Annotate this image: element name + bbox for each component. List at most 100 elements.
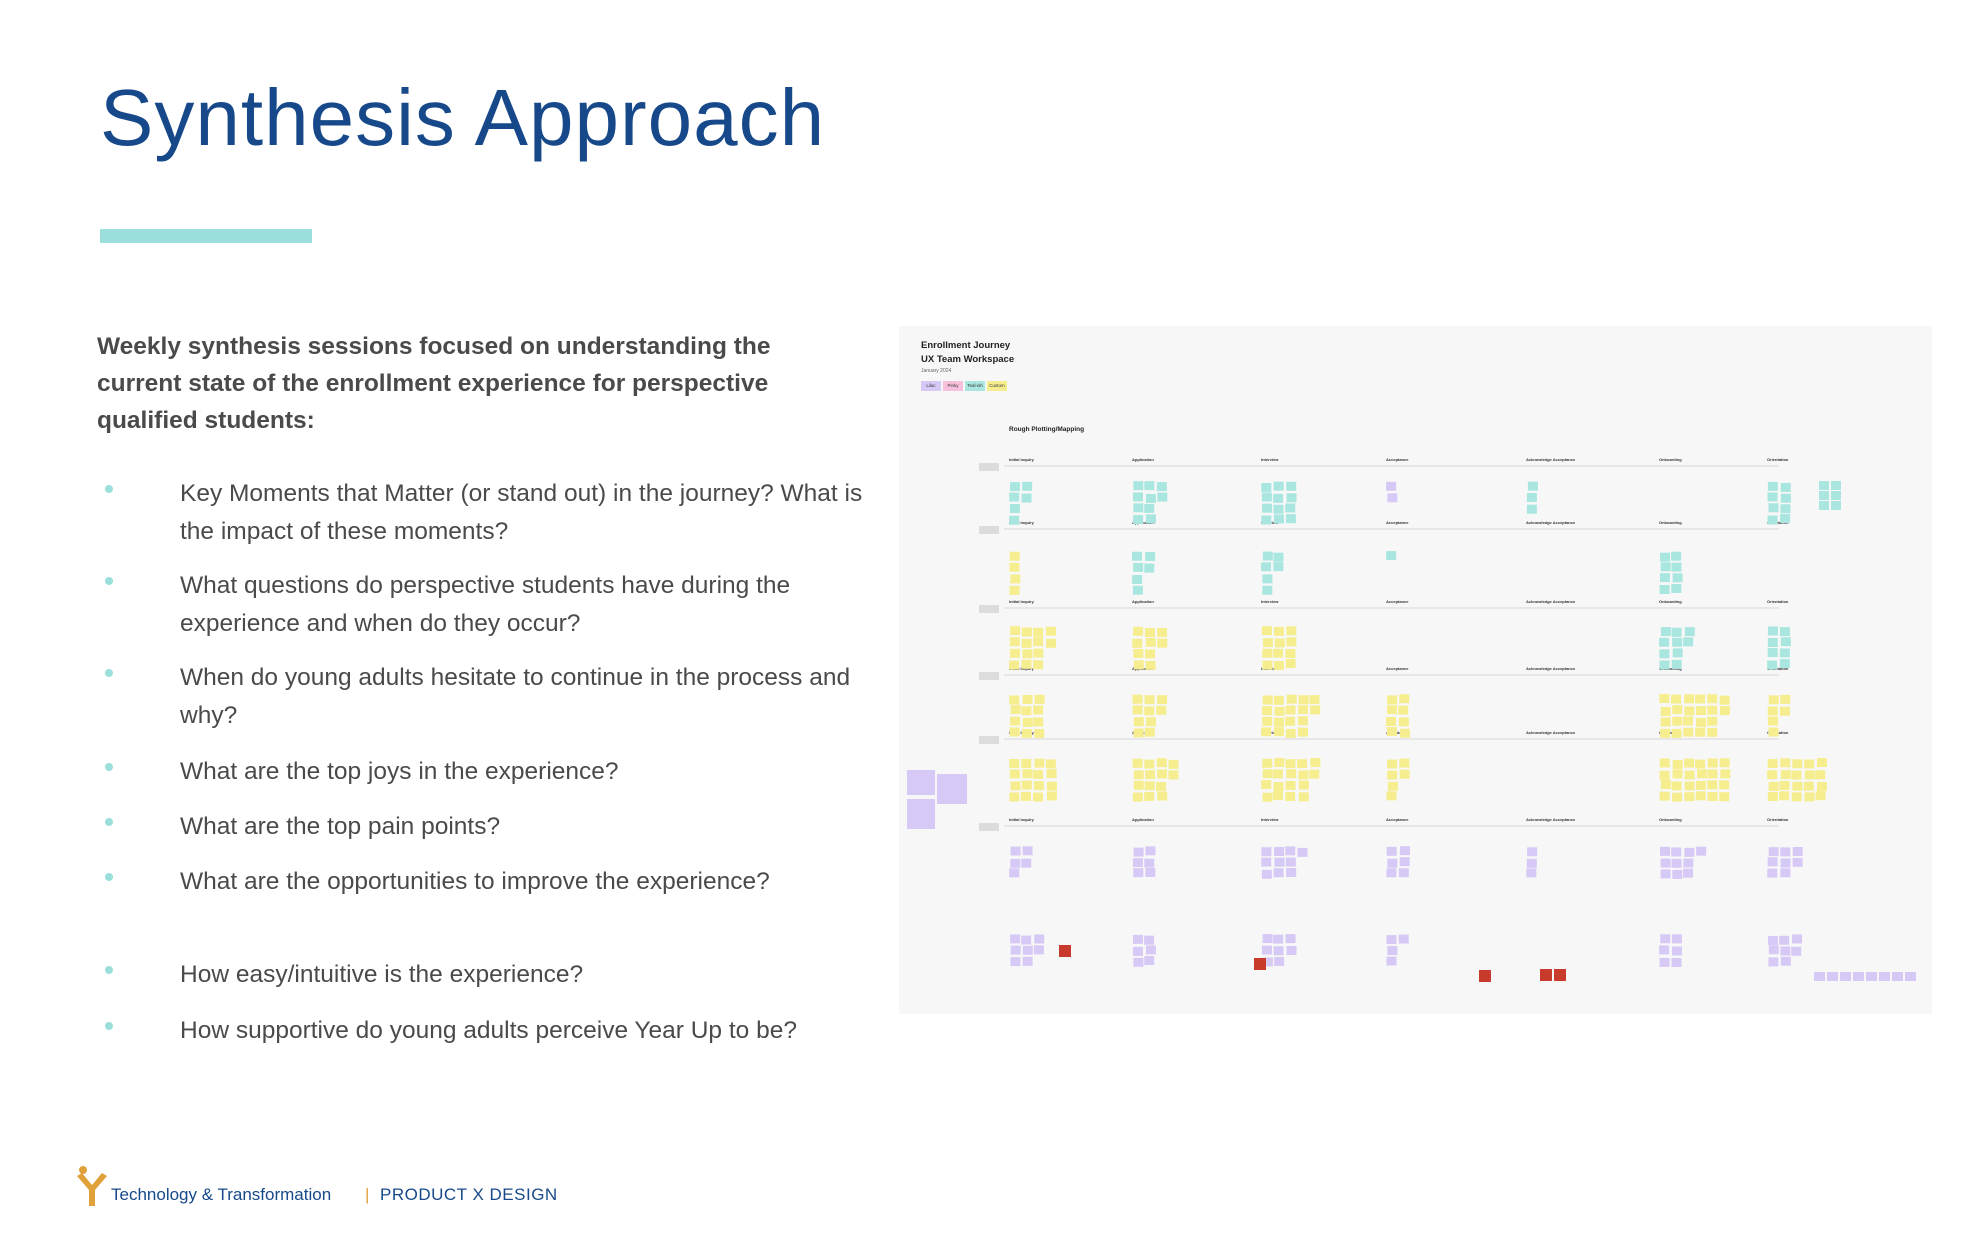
sticky-note-red: [1254, 958, 1266, 970]
sticky-note: [1831, 491, 1841, 500]
sticky-note: [1145, 514, 1156, 524]
stage-label: Acknowledge Acceptance: [1526, 666, 1576, 671]
sticky-note: [1261, 482, 1272, 492]
sticky-note: [1132, 934, 1143, 944]
sticky-note: [1768, 957, 1779, 967]
sticky-note: [1660, 717, 1671, 727]
sticky-note: [1779, 706, 1790, 716]
sticky-note: [1132, 551, 1143, 561]
sticky-note: [1386, 551, 1397, 561]
bullet-dot-icon: [105, 763, 113, 771]
sticky-note: [1386, 868, 1397, 878]
sticky-note: [1819, 501, 1829, 510]
sticky-note: [1168, 759, 1179, 769]
sticky-note: [1683, 727, 1694, 737]
sticky-note: [1033, 648, 1044, 658]
sticky-note: [1780, 847, 1791, 857]
title-accent-bar: [100, 229, 312, 243]
sticky-note: [1144, 781, 1155, 791]
sticky-note: [1804, 792, 1815, 802]
sticky-note: [907, 770, 935, 795]
sticky-note: [1671, 659, 1682, 669]
sticky-note: [1684, 770, 1695, 780]
sticky-note: [1285, 791, 1296, 801]
sticky-note: [1132, 758, 1143, 768]
sticky-note: [1695, 706, 1706, 716]
sticky-note: [1144, 563, 1155, 573]
sticky-note: [1285, 857, 1296, 867]
sticky-note: [1827, 972, 1838, 981]
sticky-note: [1671, 847, 1682, 857]
sticky-note: [1273, 504, 1284, 514]
sticky-note: [1780, 482, 1791, 492]
sticky-note: [1009, 727, 1020, 737]
sticky-note: [1398, 934, 1409, 944]
sticky-note: [1286, 493, 1297, 503]
sticky-note: [1021, 858, 1032, 868]
sticky-note: [1285, 846, 1296, 856]
sticky-note: [1273, 868, 1284, 878]
stage-label: Initial Inquiry: [1009, 457, 1035, 462]
sticky-note: [1144, 727, 1155, 737]
sticky-note: [1672, 705, 1683, 715]
sticky-note: [1009, 562, 1020, 572]
sticky-note: [1033, 717, 1044, 727]
sticky-note: [1021, 493, 1032, 503]
sticky-note: [1387, 695, 1398, 705]
sticky-note: [1133, 626, 1144, 636]
stage-label: Initial Inquiry: [1009, 520, 1035, 525]
participant-label: [979, 526, 999, 534]
sticky-note: [1010, 716, 1021, 726]
sticky-note: [1145, 551, 1156, 561]
sticky-note: [1791, 770, 1802, 780]
sticky-note: [1816, 758, 1827, 768]
sticky-note: [1132, 638, 1143, 648]
sticky-note: [1274, 706, 1285, 716]
sticky-note: [1398, 717, 1409, 727]
sticky-note: [1033, 792, 1044, 802]
sticky-note: [1672, 573, 1683, 583]
sticky-note: [1157, 695, 1168, 705]
sticky-note: [1144, 503, 1155, 513]
sticky-note: [1144, 759, 1155, 769]
sticky-note: [1022, 481, 1033, 491]
sticky-note: [1285, 514, 1296, 524]
board-date: January 2024: [921, 368, 952, 374]
sticky-note: [1767, 868, 1778, 878]
sticky-note: [1033, 769, 1044, 779]
sticky-note: [1387, 858, 1398, 868]
sticky-note: [1780, 946, 1791, 956]
sticky-note: [1779, 780, 1790, 790]
sticky-note: [1707, 694, 1718, 704]
sticky-note: [1132, 585, 1143, 595]
sticky-note: [1767, 935, 1778, 945]
sticky-note: [1672, 759, 1683, 769]
sticky-note: [1010, 626, 1021, 636]
sticky-note: [1286, 626, 1297, 636]
sticky-note: [1780, 868, 1791, 878]
sticky-note: [1792, 759, 1803, 769]
sticky-note: [1696, 769, 1707, 779]
sticky-note: [1144, 956, 1155, 966]
sticky-note: [1780, 493, 1791, 503]
sticky-note: [1273, 791, 1284, 801]
sticky-note: [1779, 791, 1790, 801]
sticky-note: [937, 774, 967, 804]
sticky-note: [1286, 694, 1297, 704]
sticky-note-red: [1554, 969, 1566, 981]
sticky-note: [1298, 792, 1309, 802]
sticky-note: [1792, 781, 1803, 791]
sticky-note: [1262, 503, 1273, 513]
sticky-note: [1399, 769, 1410, 779]
sticky-note: [1273, 781, 1284, 791]
stage-label: Onboarding: [1659, 520, 1682, 525]
sticky-note: [1285, 705, 1296, 715]
sticky-note: [1145, 717, 1156, 727]
sticky-note: [1145, 660, 1156, 670]
sticky-note: [1767, 481, 1778, 491]
sticky-note: [1285, 780, 1296, 790]
sticky-note: [1132, 694, 1143, 704]
sticky-note: [1010, 945, 1021, 955]
sticky-note: [1803, 781, 1814, 791]
